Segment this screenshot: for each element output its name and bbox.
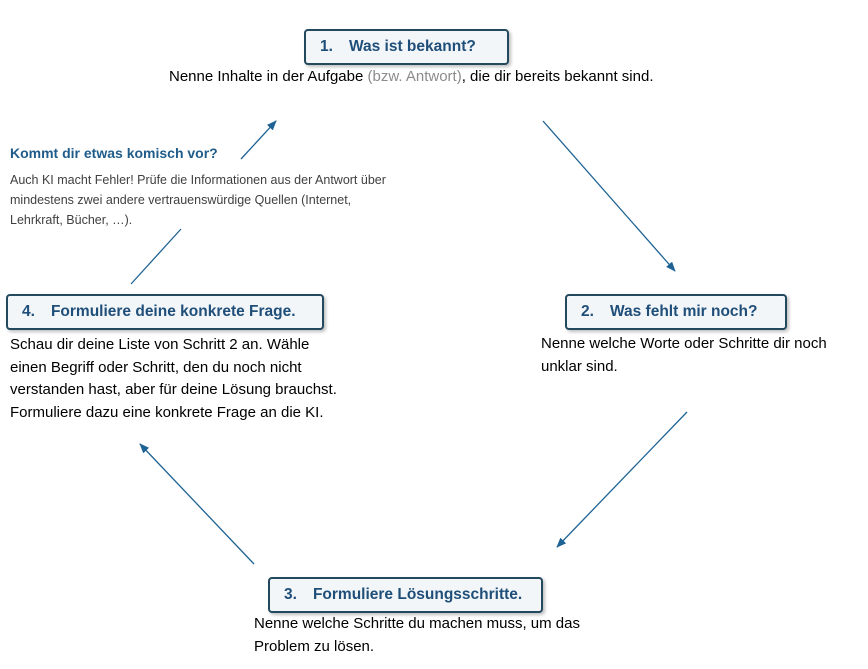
step-1-box: 1. Was ist bekannt? — [304, 29, 509, 65]
step-1-description: Nenne Inhalte in der Aufgabe (bzw. Antwo… — [169, 66, 729, 89]
arrow-step4-to-note — [130, 228, 182, 285]
step-1-title: Was ist bekannt? — [348, 38, 476, 55]
step-2-title: Was fehlt mir noch? — [609, 303, 758, 320]
step-4-box: 4. Formuliere deine konkrete Frage. — [6, 294, 324, 330]
arrow-step2-to-step3 — [556, 411, 688, 548]
step-3-title: Formuliere Lösungsschritte. — [312, 586, 523, 603]
arrow-step3-to-step4 — [139, 443, 255, 565]
step-3-box: 3. Formuliere Lösungsschritte. — [268, 577, 543, 613]
step-4-description: Schau dir deine Liste von Schritt 2 an. … — [10, 336, 337, 421]
step-1-text-before: Nenne Inhalte in der Aufgabe — [169, 68, 368, 85]
step-4-title: Formuliere deine konkrete Frage. — [50, 303, 296, 320]
note-title: Kommt dir etwas komisch vor? — [10, 145, 218, 161]
step-1-text-muted: (bzw. Antwort) — [367, 68, 462, 85]
step-3-number: 3. — [284, 586, 297, 603]
step-1-text-after: , die dir bereits bekannt sind. — [461, 68, 654, 85]
step-2-number: 2. — [581, 303, 594, 320]
step-1-number: 1. — [320, 38, 333, 55]
step-2-description: Nenne welche Worte oder Schritte dir noc… — [541, 335, 827, 375]
step-3-description: Nenne welche Schritte du machen muss, um… — [254, 615, 580, 655]
step-4-number: 4. — [22, 303, 35, 320]
arrow-step1-to-step2 — [542, 120, 676, 272]
arrow-note-to-step1 — [240, 120, 277, 160]
note-text: Auch KI macht Fehler! Prüfe die Informat… — [10, 173, 386, 227]
step-2-box: 2. Was fehlt mir noch? — [565, 294, 787, 330]
